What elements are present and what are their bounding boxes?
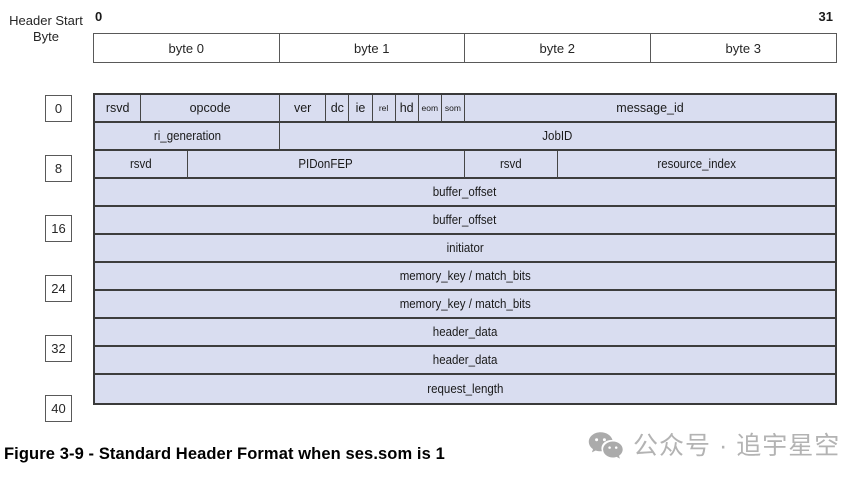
field-cell: memory_key / match_bits — [95, 263, 835, 291]
field-cell: dc — [326, 95, 350, 123]
field-cell: request_length — [95, 375, 835, 403]
field-cell: opcode — [141, 95, 280, 123]
field-cell: rsvd — [465, 151, 558, 179]
field-label: hd — [399, 101, 414, 115]
field-label: message_id — [616, 101, 684, 115]
field-label: rel — [378, 103, 389, 113]
field-label: header_data — [432, 325, 498, 339]
field-cell: som — [441, 95, 465, 123]
offset-box: 24 — [45, 275, 72, 302]
byte-header-cell: byte 0 — [94, 34, 280, 62]
field-cell: buffer_offset — [95, 179, 835, 207]
header-start-label-line2: Byte — [32, 29, 59, 44]
field-cell: memory_key / match_bits — [95, 291, 835, 319]
byte-header-cell: byte 1 — [280, 34, 465, 62]
byte-header-cell: byte 2 — [465, 34, 651, 62]
watermark-text: 公众号 · 追宇星空 — [633, 432, 841, 460]
wechat-icon — [588, 431, 624, 461]
bit-index-31: 31 — [818, 9, 833, 24]
offset-box: 32 — [45, 335, 72, 362]
field-label: JobID — [542, 129, 573, 143]
field-cell: ie — [349, 95, 373, 123]
field-cell: JobID — [280, 123, 835, 151]
field-cell: eom — [418, 95, 442, 123]
field-label: ver — [293, 101, 312, 115]
field-label: ie — [355, 101, 366, 115]
offset-box: 16 — [45, 215, 72, 242]
field-cell: rsvd — [95, 151, 188, 179]
offset-box: 40 — [45, 395, 72, 422]
field-label: memory_key / match_bits — [399, 297, 531, 311]
field-label: rsvd — [129, 157, 152, 171]
field-label: rsvd — [105, 101, 130, 115]
field-cell: initiator — [95, 235, 835, 263]
field-label: som — [444, 103, 461, 113]
field-label: request_length — [426, 382, 504, 396]
field-label: ri_generation — [153, 129, 221, 143]
field-cell: PIDonFEP — [187, 151, 465, 179]
field-cell: ver — [280, 95, 327, 123]
field-label: initiator — [446, 241, 484, 255]
field-cell: message_id — [465, 95, 835, 123]
header-start-label-line1: Header Start — [9, 13, 83, 28]
field-cell: header_data — [95, 319, 835, 347]
field-label: memory_key / match_bits — [399, 269, 531, 283]
field-label: resource_index — [656, 157, 736, 171]
field-label: rsvd — [499, 157, 522, 171]
field-cell: ri_generation — [95, 123, 280, 151]
field-cell: header_data — [95, 347, 835, 375]
field-label: eom — [421, 103, 439, 113]
field-cell: rel — [372, 95, 396, 123]
field-label: dc — [330, 101, 344, 115]
field-cell: buffer_offset — [95, 207, 835, 235]
field-cell: rsvd — [95, 95, 142, 123]
field-cell: resource_index — [557, 151, 835, 179]
watermark: 公众号 · 追宇星空 — [588, 428, 840, 464]
header-start-byte-label: Header Start Byte — [0, 13, 92, 45]
field-label: PIDonFEP — [298, 157, 353, 171]
byte-header-cell: byte 3 — [725, 40, 761, 56]
figure-caption: Figure 3-9 - Standard Header Format when… — [4, 445, 445, 463]
offset-box: 8 — [45, 155, 72, 182]
offset-box: 0 — [45, 95, 72, 122]
field-label: opcode — [189, 101, 231, 115]
field-cell: hd — [395, 95, 419, 123]
field-label: buffer_offset — [433, 185, 497, 199]
field-label: header_data — [432, 353, 498, 367]
bit-index-0: 0 — [95, 9, 103, 24]
field-label: buffer_offset — [433, 213, 497, 227]
